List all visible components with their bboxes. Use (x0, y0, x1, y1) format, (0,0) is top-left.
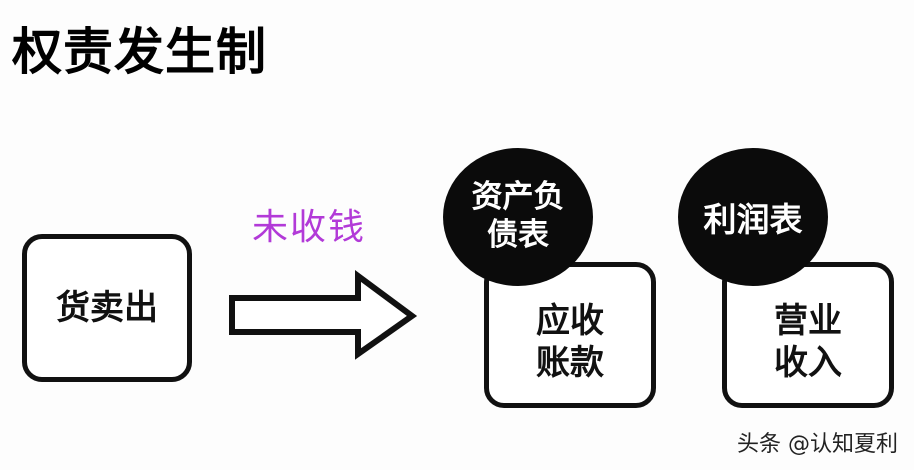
page-title: 权责发生制 (12, 23, 267, 81)
operating-revenue-line1: 营业 (774, 300, 842, 341)
balance-sheet-line2: 债表 (487, 217, 549, 253)
watermark: 头条 @认知夏利 (737, 432, 898, 457)
accounts-receivable-line2: 账款 (536, 343, 604, 383)
accounts-receivable-box: 应收 账款 (484, 262, 656, 408)
goods-sold-box: 货卖出 (22, 234, 192, 382)
income-statement-label: 利润表 (703, 200, 803, 239)
operating-revenue-line2: 收入 (774, 343, 842, 383)
right-arrow-icon (229, 270, 418, 360)
arrow-label: 未收钱 (252, 207, 367, 248)
balance-sheet-line1: 资产负 (471, 179, 565, 216)
operating-revenue-box: 营业 收入 (722, 262, 894, 408)
goods-sold-label: 货卖出 (56, 287, 158, 328)
income-statement-circle: 利润表 (678, 148, 828, 286)
accounts-receivable-line1: 应收 (536, 300, 604, 341)
balance-sheet-circle: 资产负 债表 (443, 148, 593, 286)
